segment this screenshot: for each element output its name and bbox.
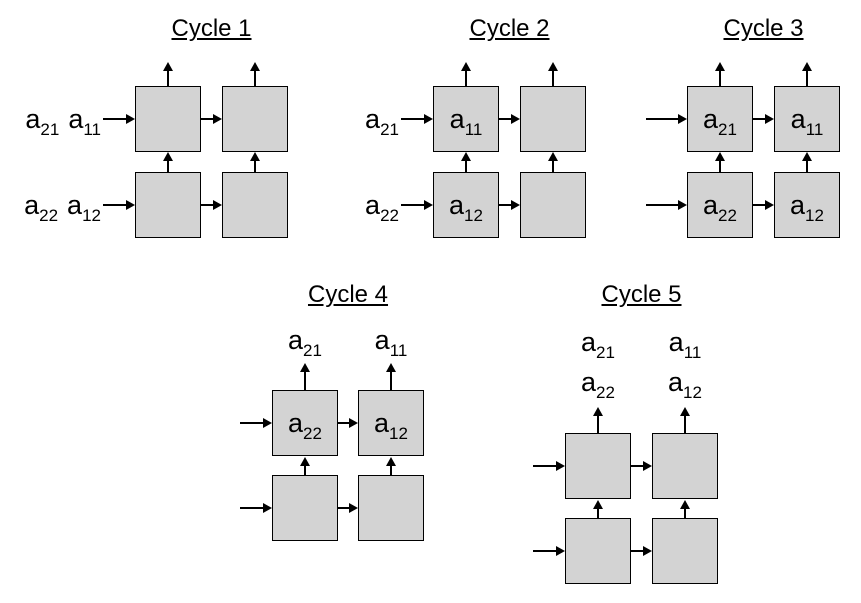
cycle2-pe-r1c1: a11 bbox=[433, 86, 499, 152]
cycle-4-title: Cycle 4 bbox=[307, 281, 389, 308]
arrow-right-icon bbox=[240, 417, 272, 429]
arrow-right-icon bbox=[753, 199, 774, 211]
pe-value-a21-label: a21 bbox=[703, 103, 737, 139]
arrow-right-icon bbox=[646, 113, 687, 125]
pe-value-a12-label: a12 bbox=[790, 189, 824, 225]
output-a11-label: a11 bbox=[374, 324, 408, 360]
arrow-up-icon bbox=[592, 500, 604, 518]
arrow-right-icon bbox=[401, 113, 433, 125]
output-a22-label: a22 bbox=[581, 366, 615, 402]
output-a12-label: a12 bbox=[668, 366, 702, 402]
cycle3-pe-r2c1: a22 bbox=[687, 172, 753, 238]
arrow-up-icon bbox=[547, 152, 559, 172]
arrow-right-icon bbox=[631, 460, 652, 472]
cycle4-pe-r1c1: a22 bbox=[272, 390, 338, 456]
arrow-right-icon bbox=[533, 545, 565, 557]
arrow-up-icon bbox=[162, 62, 174, 86]
cycle2-pe-r1c2 bbox=[520, 86, 586, 152]
arrow-up-icon bbox=[249, 62, 261, 86]
arrow-up-icon bbox=[714, 152, 726, 172]
arrow-right-icon bbox=[338, 502, 358, 514]
arrow-up-icon bbox=[249, 152, 261, 172]
arrow-right-icon bbox=[533, 460, 565, 472]
arrow-up-icon bbox=[299, 457, 311, 475]
arrow-right-icon bbox=[201, 113, 222, 125]
operand-a22-label: a22 bbox=[24, 189, 59, 225]
operand-a21-label: a21 bbox=[365, 103, 399, 139]
arrow-up-icon bbox=[460, 62, 472, 86]
cycle3-pe-r2c2: a12 bbox=[774, 172, 840, 238]
arrow-right-icon bbox=[631, 545, 652, 557]
pe-value-a22-label: a22 bbox=[288, 407, 322, 443]
cycle5-col2-output-label-1: a11 bbox=[645, 322, 725, 362]
cycle2-row1-input-label: a21 bbox=[299, 97, 399, 141]
cycle-2-title: Cycle 2 bbox=[469, 15, 550, 42]
arrow-right-icon bbox=[401, 199, 433, 211]
cycle5-pe-r2c2 bbox=[652, 518, 718, 584]
cycle4-pe-r2c2 bbox=[358, 475, 424, 541]
cycle2-pe-r2c1: a12 bbox=[433, 172, 499, 238]
operand-a22-label: a22 bbox=[365, 189, 399, 225]
cycle1-row1-input-label: a21 a11 bbox=[0, 97, 101, 141]
output-a11-label: a11 bbox=[668, 326, 702, 362]
arrow-up-icon bbox=[547, 62, 559, 86]
operand-a21-label: a21 bbox=[25, 103, 60, 139]
cycle5-col1-output-label-1: a21 bbox=[558, 322, 638, 362]
arrow-up-icon bbox=[299, 363, 311, 390]
output-a21-label: a21 bbox=[581, 326, 615, 362]
cycle4-col1-output-label: a21 bbox=[265, 320, 345, 360]
arrow-up-icon bbox=[385, 457, 397, 475]
arrow-up-icon bbox=[385, 363, 397, 390]
arrow-right-icon bbox=[499, 113, 520, 125]
pe-value-a11-label: a11 bbox=[790, 103, 824, 139]
cycle3-pe-r1c1: a21 bbox=[687, 86, 753, 152]
arrow-up-icon bbox=[592, 407, 604, 433]
arrow-up-icon bbox=[801, 62, 813, 86]
cycle5-pe-r1c1 bbox=[565, 433, 631, 499]
pe-value-a11-label: a11 bbox=[449, 103, 483, 139]
cycle2-pe-r2c2 bbox=[520, 172, 586, 238]
arrow-right-icon bbox=[240, 502, 272, 514]
pe-value-a12-label: a12 bbox=[449, 189, 483, 225]
arrow-right-icon bbox=[499, 199, 520, 211]
arrow-right-icon bbox=[753, 113, 774, 125]
cycle1-pe-r1c1 bbox=[135, 86, 201, 152]
arrow-up-icon bbox=[679, 500, 691, 518]
arrow-up-icon bbox=[801, 152, 813, 172]
arrow-right-icon bbox=[646, 199, 687, 211]
cycle2-row2-input-label: a22 bbox=[299, 183, 399, 227]
pe-value-a12-label: a12 bbox=[374, 407, 408, 443]
arrow-up-icon bbox=[162, 152, 174, 172]
operand-a11-label: a11 bbox=[68, 103, 101, 139]
cycle5-pe-r2c1 bbox=[565, 518, 631, 584]
arrow-right-icon bbox=[103, 113, 135, 125]
cycle5-col1-output-label-2: a22 bbox=[558, 362, 638, 402]
cycle4-pe-r1c2: a12 bbox=[358, 390, 424, 456]
cycle5-col2-output-label-2: a12 bbox=[645, 362, 725, 402]
pe-value-a22-label: a22 bbox=[703, 189, 737, 225]
output-a21-label: a21 bbox=[288, 324, 322, 360]
cycle1-row2-input-label: a22 a12 bbox=[0, 183, 101, 227]
arrow-up-icon bbox=[679, 407, 691, 433]
cycle4-col2-output-label: a11 bbox=[351, 320, 431, 360]
cycle1-pe-r1c2 bbox=[222, 86, 288, 152]
cycle-5-title: Cycle 5 bbox=[601, 281, 682, 308]
cycle1-pe-r2c2 bbox=[222, 172, 288, 238]
arrow-right-icon bbox=[338, 417, 358, 429]
cycle3-pe-r1c2: a11 bbox=[774, 86, 840, 152]
arrow-right-icon bbox=[201, 199, 222, 211]
arrow-right-icon bbox=[103, 199, 135, 211]
cycle1-pe-r2c1 bbox=[135, 172, 201, 238]
cycle-3-title: Cycle 3 bbox=[723, 15, 804, 42]
cycle-1-title: Cycle 1 bbox=[171, 15, 252, 42]
operand-a12-label: a12 bbox=[67, 189, 101, 225]
arrow-up-icon bbox=[460, 152, 472, 172]
arrow-up-icon bbox=[714, 62, 726, 86]
cycle4-pe-r2c1 bbox=[272, 475, 338, 541]
cycle5-pe-r1c2 bbox=[652, 433, 718, 499]
